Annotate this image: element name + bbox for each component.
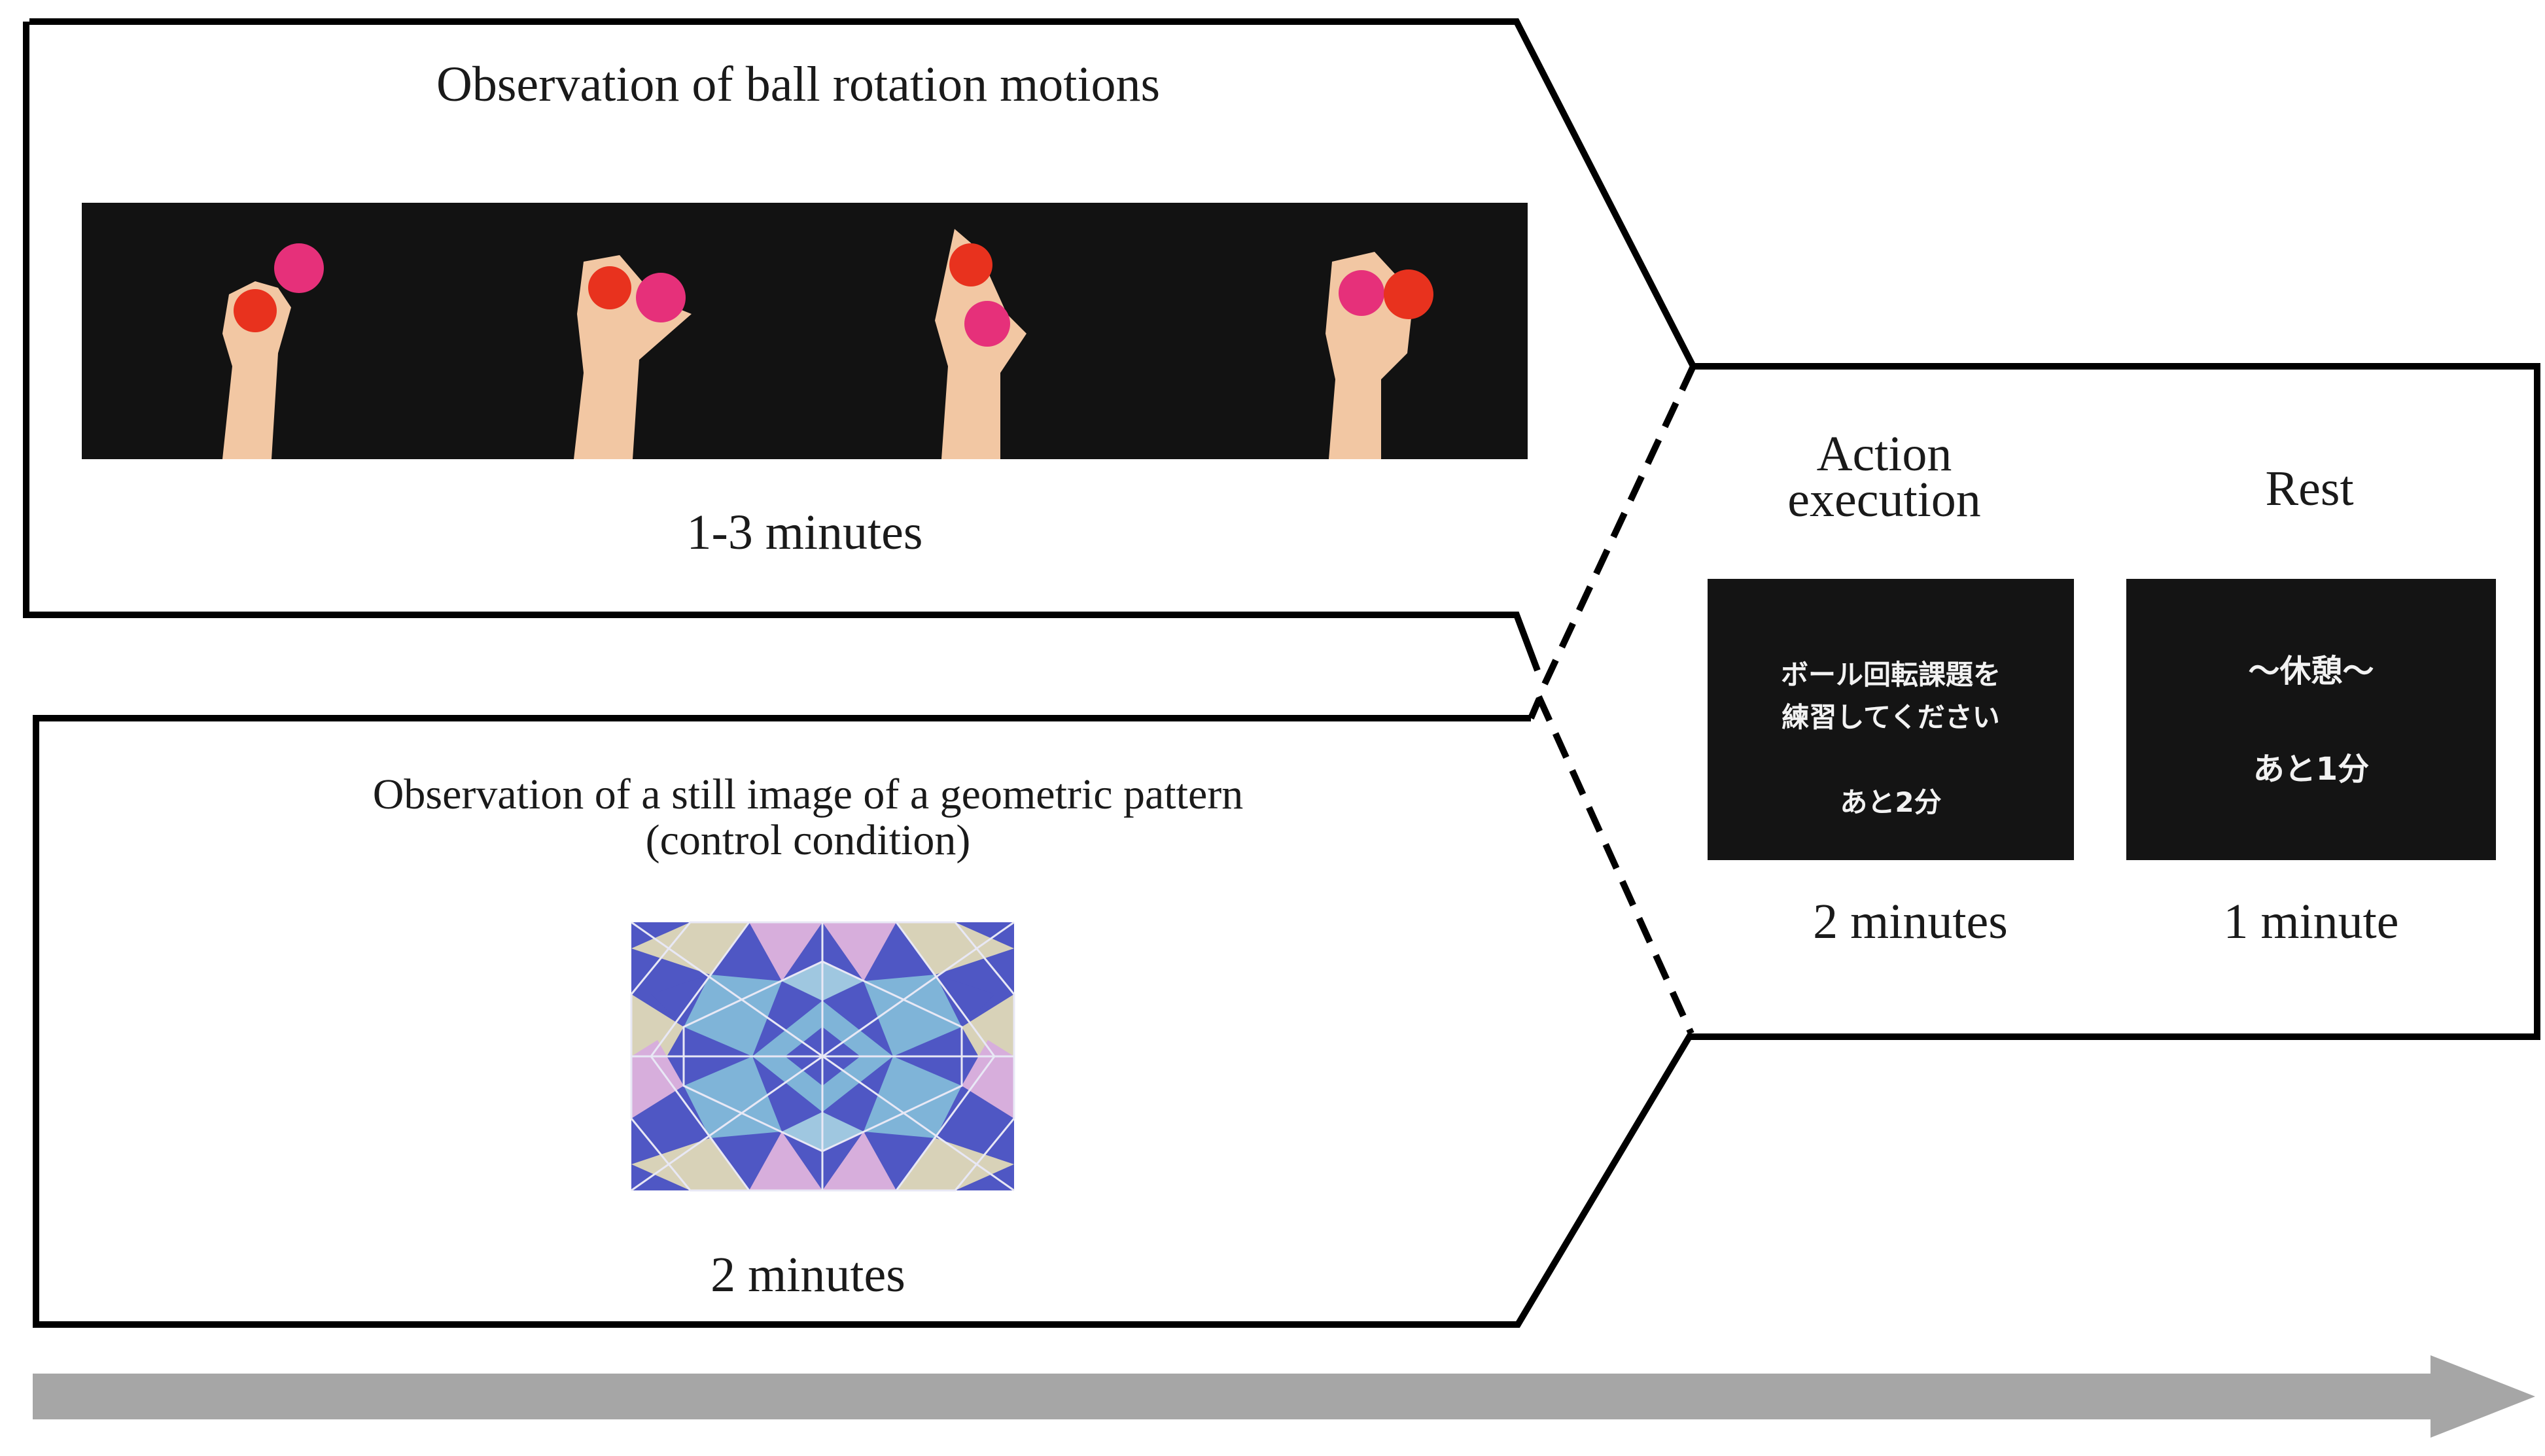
action-execution-screen: ボール回転課題を 練習してください あと2分 (1708, 579, 2074, 860)
dashed-junction-lower (1536, 695, 1694, 1035)
action-screen-line2: 練習してください (1782, 701, 2000, 733)
action-execution-title-line2: execution (1787, 472, 1981, 527)
pattern-observation-title-line2: (control condition) (645, 816, 971, 864)
video-frame-4 (1165, 203, 1528, 459)
video-frame-3 (804, 203, 1165, 459)
ball-observation-title: Observation of ball rotation motions (436, 57, 1161, 112)
execution-rest-block (1691, 363, 2540, 1040)
ball-rotation-video-strip (82, 203, 1528, 459)
ball-bottom (636, 273, 686, 322)
ball-bottom (1384, 269, 1433, 319)
action-execution-duration: 2 minutes (1813, 894, 2008, 949)
action-screen-line1: ボール回転課題を (1780, 659, 2001, 691)
action-execution-title-line1: Action (1816, 426, 1952, 481)
time-arrow (33, 1355, 2535, 1438)
dashed-junction-upper (1536, 364, 1696, 699)
rest-screen-line2: あと1分 (2253, 751, 2370, 788)
ball-bottom (234, 289, 277, 332)
action-screen-line3: あと2分 (1840, 786, 1942, 818)
pattern-observation-title-line1: Observation of a still image of a geomet… (372, 771, 1244, 818)
video-frame-2 (443, 203, 804, 459)
ball-top (949, 243, 992, 286)
ball-observation-block-bottom-edge (26, 612, 1541, 672)
ball-observation-duration: 1-3 minutes (686, 505, 923, 560)
video-frame-1 (82, 203, 443, 459)
ball-top (1339, 270, 1384, 316)
rest-title: Rest (2265, 461, 2354, 516)
pattern-observation-block-top-edge (1528, 699, 1542, 719)
ball-top (274, 243, 324, 293)
ball-top (588, 266, 631, 309)
rest-screen: ～休憩～ あと1分 (2126, 579, 2496, 860)
rest-duration: 1 minute (2223, 894, 2399, 949)
ball-bottom (964, 301, 1010, 347)
pattern-observation-duration: 2 minutes (711, 1247, 905, 1302)
rest-screen-line1: ～休憩～ (2248, 653, 2374, 689)
geometric-pattern-image (630, 921, 1015, 1192)
pattern-observation-block (33, 715, 1694, 1328)
